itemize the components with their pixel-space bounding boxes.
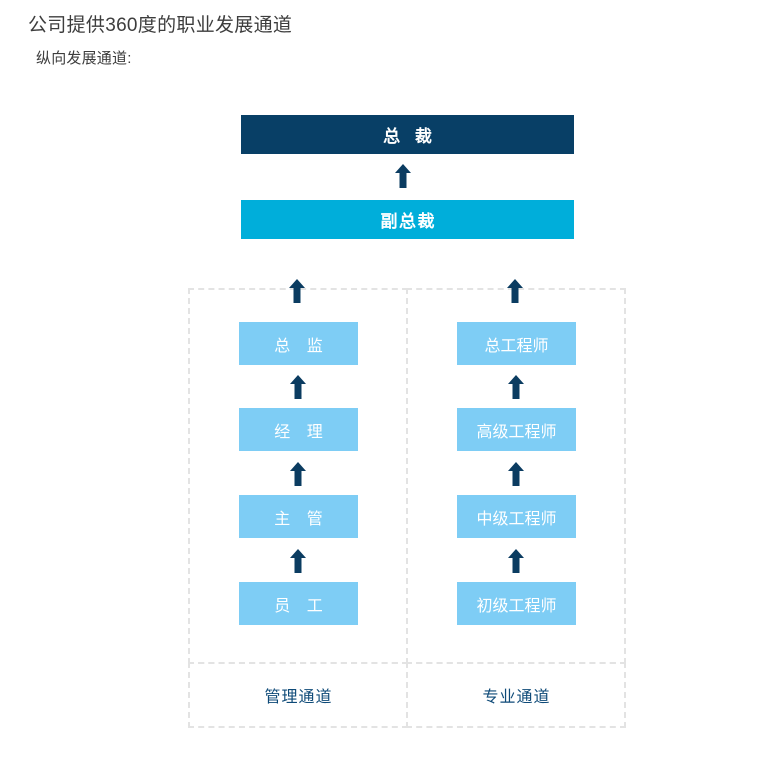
node-vice-president[interactable]: 副总裁 (241, 200, 574, 239)
arrow-up-icon-management-to-vp (288, 278, 306, 304)
node-junior-engineer[interactable]: 初级工程师 (457, 582, 576, 625)
node-intermediate-engineer[interactable]: 中级工程师 (457, 495, 576, 538)
arrow-up-icon-staff-to-supervisor (289, 548, 307, 574)
node-director[interactable]: 总 监 (239, 322, 358, 365)
professional-track-label-group (406, 662, 626, 728)
arrow-up-icon-intermediate-to-senior-engineer (507, 461, 525, 487)
node-president[interactable]: 总 裁 (241, 115, 574, 154)
track-label-professional: 专业通道 (482, 689, 551, 706)
arrow-up-icon-manager-to-director (289, 374, 307, 400)
track-label-management: 管理通道 (264, 689, 333, 706)
node-supervisor[interactable]: 主 管 (239, 495, 358, 538)
arrow-up-icon-professional-to-vp (506, 278, 524, 304)
arrow-up-icon-senior-to-chief-engineer (507, 374, 525, 400)
page-title: 公司提供360度的职业发展通道 (28, 15, 293, 36)
node-senior-engineer[interactable]: 高级工程师 (457, 408, 576, 451)
node-manager[interactable]: 经 理 (239, 408, 358, 451)
arrow-up-icon-vp-to-president (394, 163, 412, 189)
arrow-up-icon-junior-to-intermediate-engineer (507, 548, 525, 574)
node-staff[interactable]: 员 工 (239, 582, 358, 625)
page-subtitle: 纵向发展通道: (36, 50, 132, 67)
arrow-up-icon-supervisor-to-manager (289, 461, 307, 487)
node-chief-engineer[interactable]: 总工程师 (457, 322, 576, 365)
